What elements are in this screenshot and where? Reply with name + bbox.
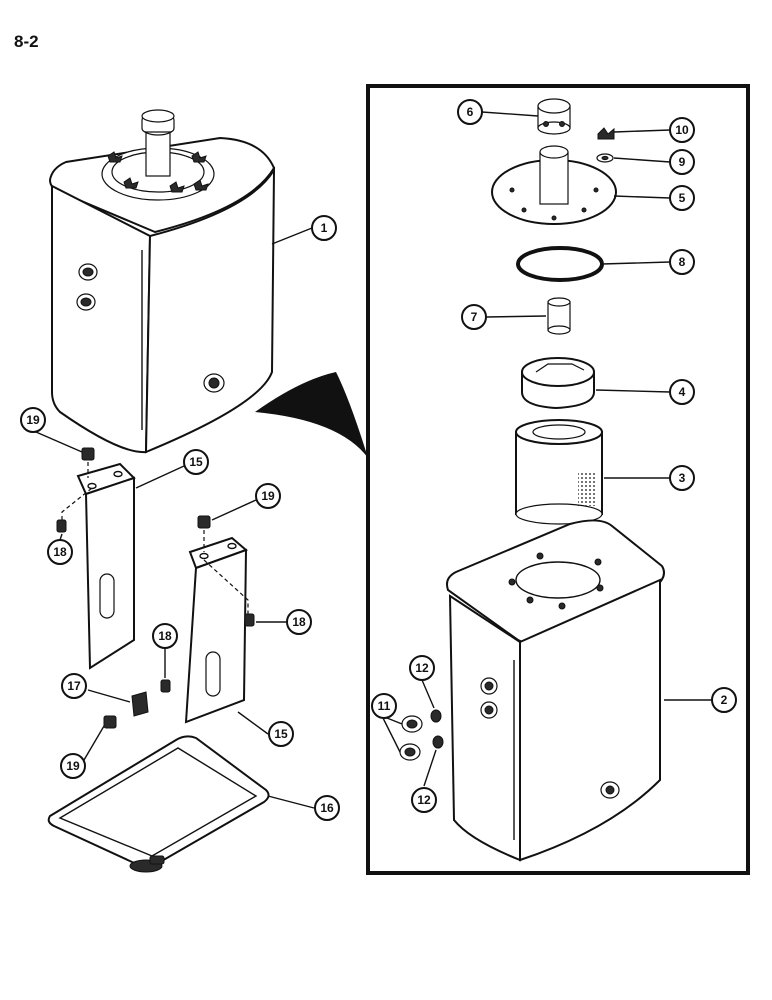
nut-19-upper	[81, 447, 95, 461]
svg-text:10: 10	[675, 123, 689, 137]
callout-19-upper: 19	[20, 407, 46, 433]
retaining-strap	[47, 735, 270, 873]
wing-nut	[597, 127, 615, 140]
svg-text:18: 18	[292, 615, 306, 629]
callout-5: 5	[669, 185, 695, 211]
callout-18-right: 18	[286, 609, 312, 635]
washer	[596, 153, 614, 163]
svg-text:15: 15	[189, 455, 203, 469]
svg-text:17: 17	[67, 679, 81, 693]
callout-18-left: 18	[47, 539, 73, 565]
svg-text:11: 11	[378, 699, 391, 713]
bolt-18-right	[244, 613, 255, 627]
callout-10: 10	[669, 117, 695, 143]
callout-17: 17	[61, 673, 87, 699]
svg-text:19: 19	[261, 489, 275, 503]
filler-cap	[537, 98, 571, 135]
elbow-fitting-lower	[399, 743, 421, 761]
callout-2: 2	[711, 687, 737, 713]
svg-text:6: 6	[467, 105, 474, 119]
svg-text:8: 8	[679, 255, 686, 269]
detail-pointer-wedge	[255, 372, 368, 458]
callout-7: 7	[461, 304, 487, 330]
side-fitting-lower	[76, 293, 96, 311]
svg-text:3: 3	[679, 471, 686, 485]
svg-text:7: 7	[471, 310, 478, 324]
callout-3: 3	[669, 465, 695, 491]
nut-19-right	[197, 515, 211, 529]
side-fitting-upper	[78, 263, 98, 281]
callout-9: 9	[669, 149, 695, 175]
mounting-bracket-right	[184, 536, 248, 724]
cover-plate	[491, 145, 617, 225]
callout-1: 1	[311, 215, 337, 241]
bolt-18-center	[160, 679, 171, 693]
svg-text:4: 4	[679, 385, 686, 399]
page-number-label: 8-2	[14, 32, 39, 51]
callout-6: 6	[457, 99, 483, 125]
filter-element	[515, 419, 603, 525]
svg-text:9: 9	[679, 155, 686, 169]
svg-text:18: 18	[158, 629, 172, 643]
filter-bushing	[547, 297, 571, 335]
svg-text:19: 19	[66, 759, 80, 773]
mounting-bracket-left	[76, 462, 136, 670]
callout-16: 16	[314, 795, 340, 821]
svg-text:12: 12	[415, 661, 429, 675]
svg-text:5: 5	[679, 191, 686, 205]
callout-15-left: 15	[183, 449, 209, 475]
svg-text:1: 1	[321, 221, 328, 235]
nut-19-lower	[103, 715, 117, 729]
bolt-18-left	[56, 519, 67, 533]
svg-text:15: 15	[274, 727, 288, 741]
svg-text:12: 12	[417, 793, 431, 807]
elbow-fitting-upper	[401, 715, 423, 733]
callout-19-right: 19	[255, 483, 281, 509]
callout-11: 11	[371, 693, 397, 719]
svg-text:16: 16	[320, 801, 334, 815]
callout-8: 8	[669, 249, 695, 275]
o-ring-seal-lower	[432, 735, 444, 749]
callout-15-right: 15	[268, 721, 294, 747]
callout-12-lower: 12	[411, 787, 437, 813]
o-ring	[516, 246, 604, 282]
reservoir-tank-body	[446, 519, 665, 862]
callout-12-upper: 12	[409, 655, 435, 681]
callout-18-center: 18	[152, 623, 178, 649]
detail-inset-frame	[366, 84, 750, 875]
clamp-plate	[131, 691, 149, 717]
svg-text:19: 19	[26, 413, 40, 427]
callout-4: 4	[669, 379, 695, 405]
callout-19-lower: 19	[60, 753, 86, 779]
svg-text:18: 18	[53, 545, 67, 559]
o-ring-seal-upper	[430, 709, 442, 723]
svg-text:2: 2	[721, 693, 728, 707]
filter-head	[521, 357, 595, 410]
hydraulic-reservoir-assembled	[48, 109, 276, 454]
